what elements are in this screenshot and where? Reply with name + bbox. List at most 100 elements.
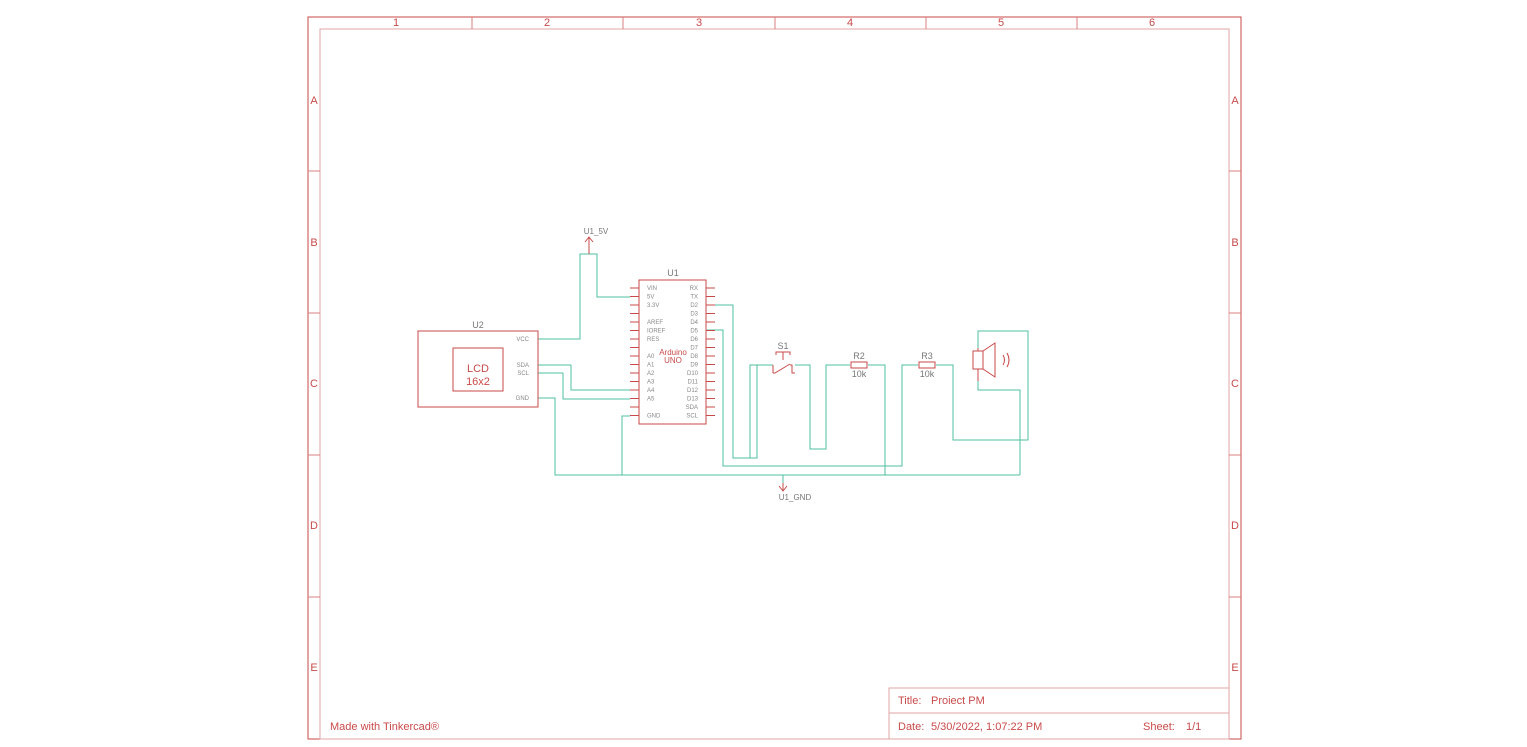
column-label: 6 <box>1149 17 1155 29</box>
u1-pin-label: SCL <box>686 414 698 420</box>
wires <box>538 253 1029 483</box>
wire-r2-gnd <box>868 364 886 475</box>
lcd-line2: 16x2 <box>466 376 490 388</box>
u1-pin-label: D7 <box>690 346 698 352</box>
u1-pin-label: TX <box>690 295 698 301</box>
component-u1-arduino[interactable]: U1 Arduino UNO VIN 5V 3.3V AREF IOREF RES A0A1… <box>630 268 715 425</box>
row-label: D <box>1231 520 1239 532</box>
u2-pin-label: GND <box>516 396 530 402</box>
switch-terminal <box>790 364 795 374</box>
r2-ref: R2 <box>853 351 865 361</box>
column-label: 2 <box>544 17 550 29</box>
u1-pin-label: A4 <box>647 388 655 394</box>
row-label: E <box>1231 662 1238 674</box>
r3-ref: R3 <box>921 351 933 361</box>
lcd-screen <box>452 347 504 392</box>
u1-pin-label: A5 <box>647 397 655 403</box>
wire-d5-r3 <box>707 329 918 467</box>
row-label: B <box>310 237 317 249</box>
column-label: 5 <box>998 17 1004 29</box>
u1-pin-label: 5V <box>647 295 654 301</box>
r3-body <box>918 361 936 369</box>
switch-contact <box>773 363 791 374</box>
u1-pin-label: D5 <box>690 329 698 335</box>
u1-pin-label: D10 <box>687 371 699 377</box>
u2-body <box>417 330 539 408</box>
sheet-frame: 1 2 3 4 5 6 A B C D E A B C D E <box>307 16 1242 740</box>
u1-pin-label: D13 <box>687 397 699 403</box>
u1-pin-label: RX <box>690 286 698 292</box>
inner-border <box>319 28 1230 740</box>
speaker-cone-icon <box>982 342 996 378</box>
u1-pin-label: D3 <box>690 312 698 318</box>
u1-pin-label: IOREF <box>647 329 666 335</box>
sheet-label: Sheet: <box>1143 721 1175 733</box>
title-block: Title: Proiect PM Date: 5/30/2022, 1:07:… <box>888 687 1230 740</box>
date-value: 5/30/2022, 1:07:22 PM <box>931 721 1042 733</box>
u1-ref: U1 <box>667 268 679 278</box>
component-u2-lcd[interactable]: U2 LCD 16x2 VCC SDA SCL GND <box>417 320 539 408</box>
sheet-value: 1/1 <box>1186 721 1201 733</box>
u2-pin-label: VCC <box>516 337 529 343</box>
wire-switch-left <box>749 364 757 458</box>
wire-d2-switch <box>707 304 773 459</box>
component-s1-switch[interactable]: S1 <box>772 341 795 374</box>
u1-pin-label: RES <box>647 337 659 343</box>
wire-scl <box>538 372 630 400</box>
wire-r3-speaker <box>936 330 1029 441</box>
row-label: E <box>310 662 317 674</box>
ground-symbol: U1_GND <box>778 483 812 502</box>
column-label: 3 <box>696 17 702 29</box>
u2-ref: U2 <box>472 320 484 330</box>
power-symbol: U1_5V <box>584 227 609 254</box>
u1-pin-label: SDA <box>686 405 698 411</box>
wire-5v <box>538 253 630 340</box>
u1-pin-label: D9 <box>690 363 698 369</box>
power-net-label: U1_5V <box>584 227 609 236</box>
u1-pin-label: A1 <box>647 363 655 369</box>
column-label: 4 <box>847 17 853 29</box>
title-label: Title: <box>898 695 921 707</box>
sound-wave-icon <box>1002 354 1005 366</box>
component-r2-resistor[interactable]: R2 10k <box>850 351 868 379</box>
u1-pin-label: A0 <box>647 354 655 360</box>
u1-pin-label: D11 <box>687 380 698 386</box>
speaker-body <box>972 350 984 370</box>
wire-u1-gnd <box>621 415 630 475</box>
row-label: A <box>1231 95 1239 107</box>
u1-pin-label: AREF <box>647 320 663 326</box>
date-label: Date: <box>898 721 924 733</box>
wire-sda <box>538 364 630 391</box>
row-label: D <box>310 520 318 532</box>
r2-value: 10k <box>852 369 867 379</box>
u1-pin-label: 3.3V <box>647 303 659 309</box>
column-label: 1 <box>393 17 399 29</box>
component-r3-resistor[interactable]: R3 10k <box>918 351 936 379</box>
u1-pin-label: A3 <box>647 380 655 386</box>
u1-body-line2: UNO <box>664 356 682 365</box>
u1-body <box>638 279 707 425</box>
component-speaker[interactable] <box>972 342 1010 381</box>
row-label: B <box>1231 237 1238 249</box>
made-with-tinkercad: Made with Tinkercad® <box>330 721 439 733</box>
u1-pin-label: D4 <box>690 320 698 326</box>
u1-pin-label: D6 <box>690 337 698 343</box>
row-label: C <box>1231 378 1239 390</box>
u1-body-line1: Arduino <box>659 348 687 357</box>
lcd-line1: LCD <box>467 363 489 375</box>
wire-switch-r2 <box>795 364 850 450</box>
row-label: A <box>310 95 318 107</box>
ground-net-label: U1_GND <box>779 493 812 502</box>
outer-border <box>307 16 1242 740</box>
wire-gnd-main <box>538 397 1020 476</box>
r3-value: 10k <box>920 369 935 379</box>
u1-pin-label: D2 <box>690 303 698 309</box>
u1-pin-label: VIN <box>647 286 657 292</box>
sound-wave-icon <box>1006 352 1010 368</box>
r2-body <box>850 361 868 369</box>
title-value: Proiect PM <box>931 695 985 707</box>
u1-pin-label: A2 <box>647 371 655 377</box>
